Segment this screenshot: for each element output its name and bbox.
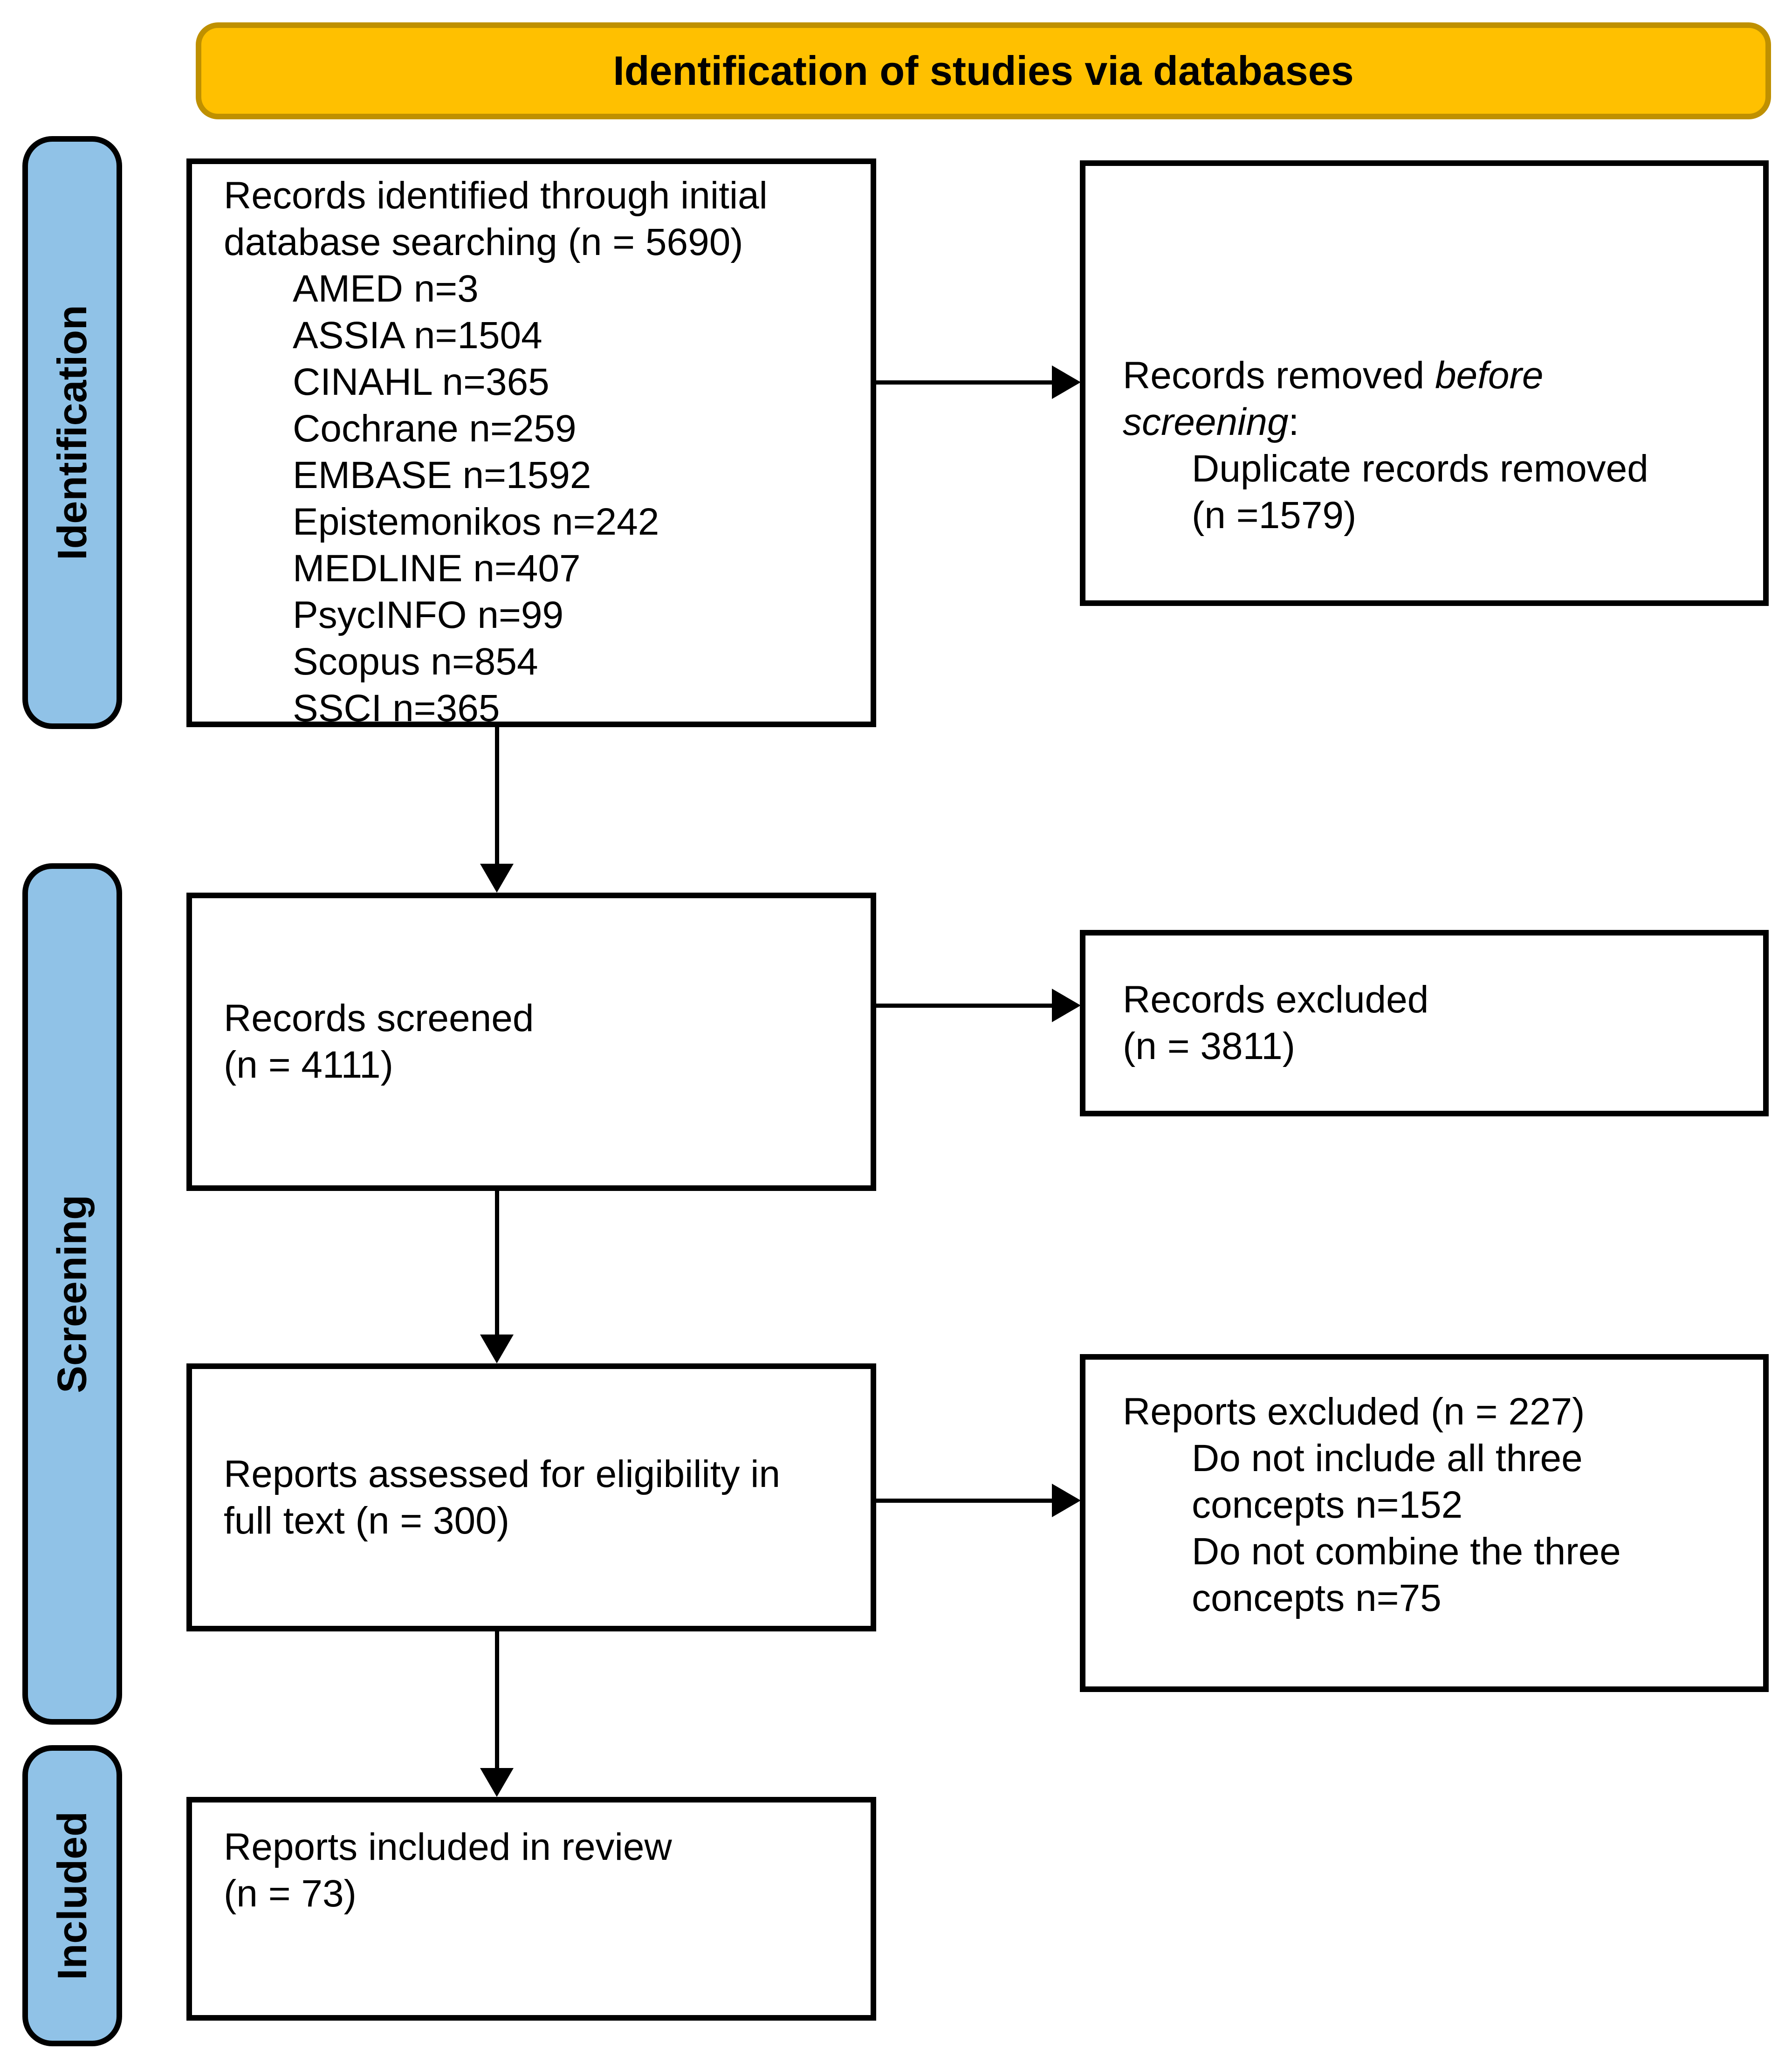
arrow-line — [876, 380, 1052, 385]
stage-screening: Screening — [22, 863, 122, 1725]
box-text-line: (n =1579) — [1192, 494, 1357, 537]
arrow-line — [876, 1004, 1052, 1008]
title-banner-label: Identification of studies via databases — [613, 48, 1354, 94]
box-text-line: Reports excluded (n = 227) — [1123, 1390, 1585, 1433]
stage-identification-label: Identification — [49, 305, 95, 560]
box-text-line: concepts n=152 — [1192, 1484, 1463, 1526]
box-text-line: Do not combine the three — [1192, 1530, 1621, 1573]
box-records-screened: Records screened (n = 4111) — [186, 893, 876, 1191]
box-text-line: Records identified through initial — [224, 174, 768, 217]
box-text-line: ASSIA n=1504 — [293, 314, 542, 357]
box-text-line: database searching (n = 5690) — [224, 221, 743, 263]
box-text-line: EMBASE n=1592 — [293, 454, 591, 496]
arrow-line — [495, 1631, 499, 1769]
stage-included-label: Included — [49, 1811, 96, 1980]
box-text-line: Reports included in review — [224, 1826, 672, 1868]
arrowhead-down-icon — [480, 1335, 514, 1363]
arrow-line — [495, 727, 499, 865]
box-text-line: Reports assessed for eligibility in — [224, 1452, 781, 1495]
box-text-line: Scopus n=854 — [293, 640, 538, 683]
box-text-line: Duplicate records removed — [1192, 447, 1648, 490]
box-text-line: screening: — [1123, 401, 1299, 443]
box-text-line: Do not include all three — [1192, 1437, 1583, 1479]
box-reports-excluded: Reports excluded (n = 227)Do not include… — [1080, 1354, 1769, 1692]
arrowhead-right-icon — [1052, 365, 1081, 399]
box-reports-included: Reports included in review(n = 73) — [186, 1797, 876, 2021]
box-text-line: CINAHL n=365 — [293, 361, 549, 403]
box-text-line: Records screened — [224, 997, 534, 1039]
box-text-line: (n = 73) — [224, 1872, 357, 1915]
arrowhead-down-icon — [480, 1768, 514, 1797]
arrowhead-right-icon — [1052, 989, 1081, 1022]
stage-included: Included — [22, 1745, 122, 2046]
box-text-line: Records removed before — [1123, 354, 1544, 397]
box-text-line: (n = 3811) — [1123, 1025, 1296, 1067]
box-text-line: Records excluded — [1123, 978, 1429, 1021]
box-text-line: SSCI n=365 — [293, 687, 500, 729]
box-text-line: Cochrane n=259 — [293, 407, 577, 450]
box-text-line: AMED n=3 — [293, 268, 479, 310]
arrowhead-right-icon — [1052, 1484, 1081, 1517]
stage-screening-label: Screening — [49, 1195, 96, 1393]
box-text-line: concepts n=75 — [1192, 1577, 1442, 1619]
box-text-line: PsycINFO n=99 — [293, 594, 564, 636]
arrowhead-down-icon — [480, 864, 514, 893]
box-records-excluded: Records excluded(n = 3811) — [1080, 930, 1769, 1116]
stage-identification: Identification — [22, 136, 122, 729]
title-banner: Identification of studies via databases — [196, 22, 1771, 119]
box-text-line: (n = 4111) — [224, 1044, 393, 1086]
box-text-line: Epistemonikos n=242 — [293, 501, 659, 543]
arrow-line — [876, 1499, 1052, 1503]
box-text-line: full text (n = 300) — [224, 1499, 510, 1542]
box-text-line: MEDLINE n=407 — [293, 547, 581, 590]
arrow-line — [495, 1191, 499, 1335]
